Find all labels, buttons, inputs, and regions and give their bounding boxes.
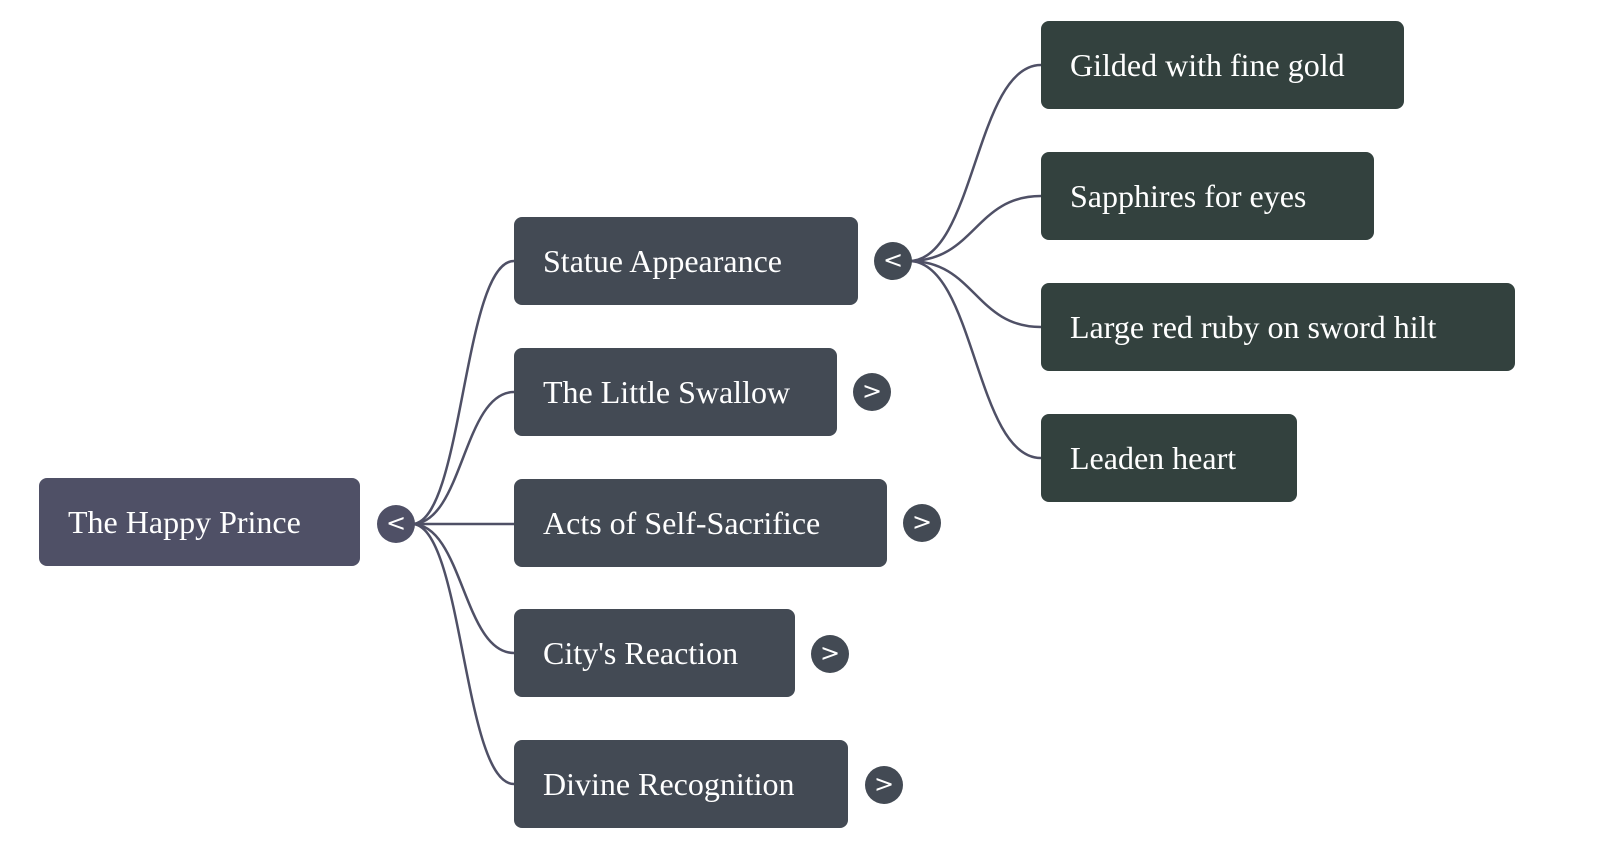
leaf-label: Gilded with fine gold	[1070, 47, 1345, 83]
branch-leaf-link	[908, 259, 1042, 460]
branch-leaf-link	[908, 194, 1042, 263]
branch-node-little-swallow[interactable]: The Little Swallow	[514, 348, 837, 436]
chevron-right-icon: >	[819, 639, 841, 667]
leaf-label: Sapphires for eyes	[1070, 178, 1307, 214]
leaf-label: Large red ruby on sword hilt	[1070, 309, 1437, 345]
branch-label: Divine Recognition	[543, 766, 795, 802]
chevron-left-icon: <	[882, 246, 904, 274]
chevron-right-icon: >	[911, 508, 933, 536]
branch-leaf-link	[908, 259, 1042, 329]
leaf-node[interactable]: Large red ruby on sword hilt	[1041, 283, 1515, 371]
branch-node-acts-of-self-sacrifice[interactable]: Acts of Self-Sacrifice	[514, 479, 887, 567]
branch-label: Acts of Self-Sacrifice	[543, 505, 821, 541]
chevron-right-icon: >	[861, 377, 883, 405]
branch-label: Statue Appearance	[543, 243, 782, 279]
leaf-label: Leaden heart	[1070, 440, 1237, 476]
branch-expand-toggle[interactable]: >	[853, 373, 891, 411]
chevron-right-icon: >	[873, 770, 895, 798]
branch-label: The Little Swallow	[543, 374, 791, 410]
branch-collapse-toggle[interactable]: <	[874, 242, 912, 280]
root-branch-link	[411, 259, 515, 526]
branch-node-divine-recognition[interactable]: Divine Recognition	[514, 740, 848, 828]
root-node[interactable]: The Happy Prince	[39, 478, 360, 566]
root-branch-link	[411, 522, 515, 786]
branch-expand-toggle[interactable]: >	[903, 504, 941, 542]
branch-expand-toggle[interactable]: >	[865, 766, 903, 804]
branch-label: City's Reaction	[543, 635, 739, 671]
leaf-node[interactable]: Sapphires for eyes	[1041, 152, 1374, 240]
root-branch-link	[411, 522, 515, 655]
branch-node-statue-appearance[interactable]: Statue Appearance	[514, 217, 858, 305]
root-collapse-toggle[interactable]: <	[377, 505, 415, 543]
branch-leaf-link	[908, 63, 1042, 263]
branch-node-citys-reaction[interactable]: City's Reaction	[514, 609, 795, 697]
branch-expand-toggle[interactable]: >	[811, 635, 849, 673]
leaf-node[interactable]: Gilded with fine gold	[1041, 21, 1404, 109]
root-node-label: The Happy Prince	[68, 504, 301, 540]
chevron-left-icon: <	[385, 509, 407, 537]
leaf-node[interactable]: Leaden heart	[1041, 414, 1297, 502]
root-branch-link	[411, 390, 515, 526]
